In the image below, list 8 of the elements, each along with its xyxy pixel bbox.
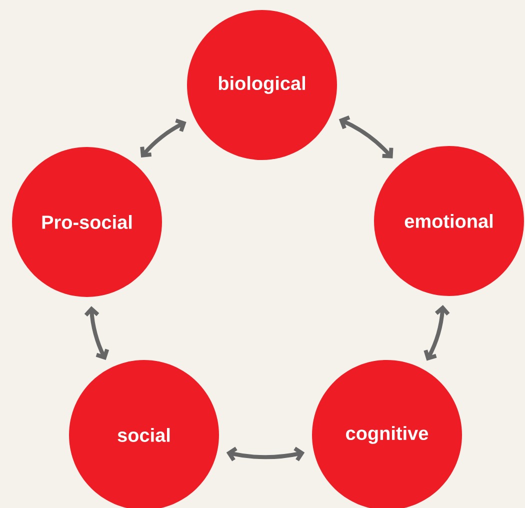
circle-node: Pro-social xyxy=(12,147,162,297)
double-arrow xyxy=(140,118,186,158)
circle-node: biological xyxy=(187,10,337,160)
double-arrow xyxy=(338,116,394,158)
double-arrow xyxy=(424,304,450,361)
double-arrow xyxy=(84,306,110,360)
double-arrow xyxy=(226,446,305,462)
circle-node: emotional xyxy=(374,146,524,296)
